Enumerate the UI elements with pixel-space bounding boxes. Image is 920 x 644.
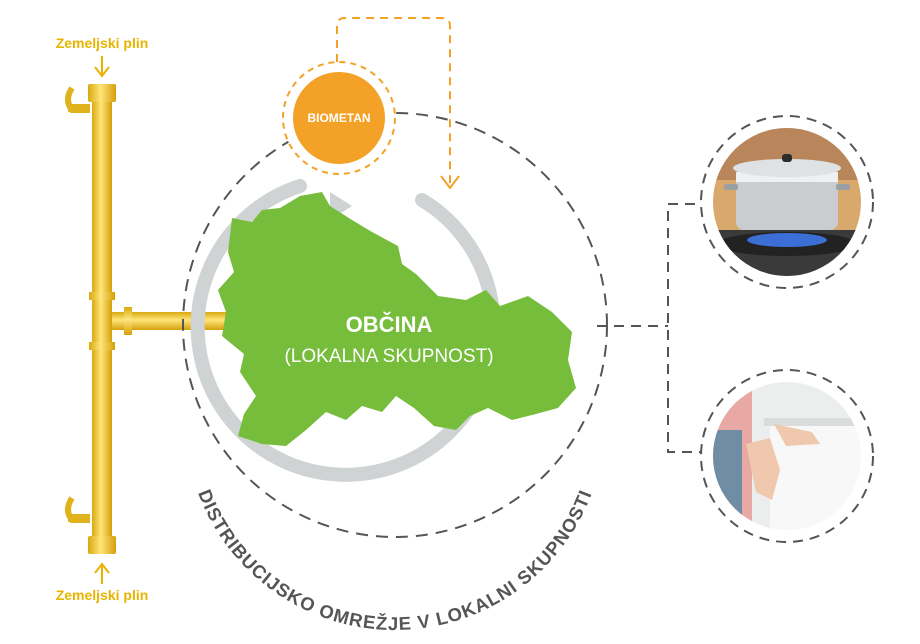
municipality-subtitle: (LOKALNA SKUPNOST) xyxy=(284,346,493,367)
network-arc-label: DISTRIBUCIJSKO OMREŽJE V LOKALNI SKUPNOS… xyxy=(194,486,596,634)
biomethane-label: BIOMETAN xyxy=(307,111,370,125)
consumer-connectors xyxy=(597,203,712,453)
consumer-cooking xyxy=(700,115,874,289)
gas-pipe xyxy=(65,84,244,554)
biomethane-feed-line xyxy=(336,17,451,184)
biomethane-arrow-icon xyxy=(440,175,460,190)
gas-label-bottom: Zemeljski plin xyxy=(56,587,149,603)
gas-input-bottom: Zemeljski plin xyxy=(56,562,149,603)
gas-input-top: Zemeljski plin xyxy=(56,35,149,78)
municipality-title: OBČINA xyxy=(346,312,433,337)
consumer-heating xyxy=(700,369,874,543)
radiator-hands-icon xyxy=(713,382,861,530)
gas-label-top: Zemeljski plin xyxy=(56,35,149,51)
municipality-map-icon xyxy=(218,192,576,446)
biomethane-badge xyxy=(293,72,385,164)
